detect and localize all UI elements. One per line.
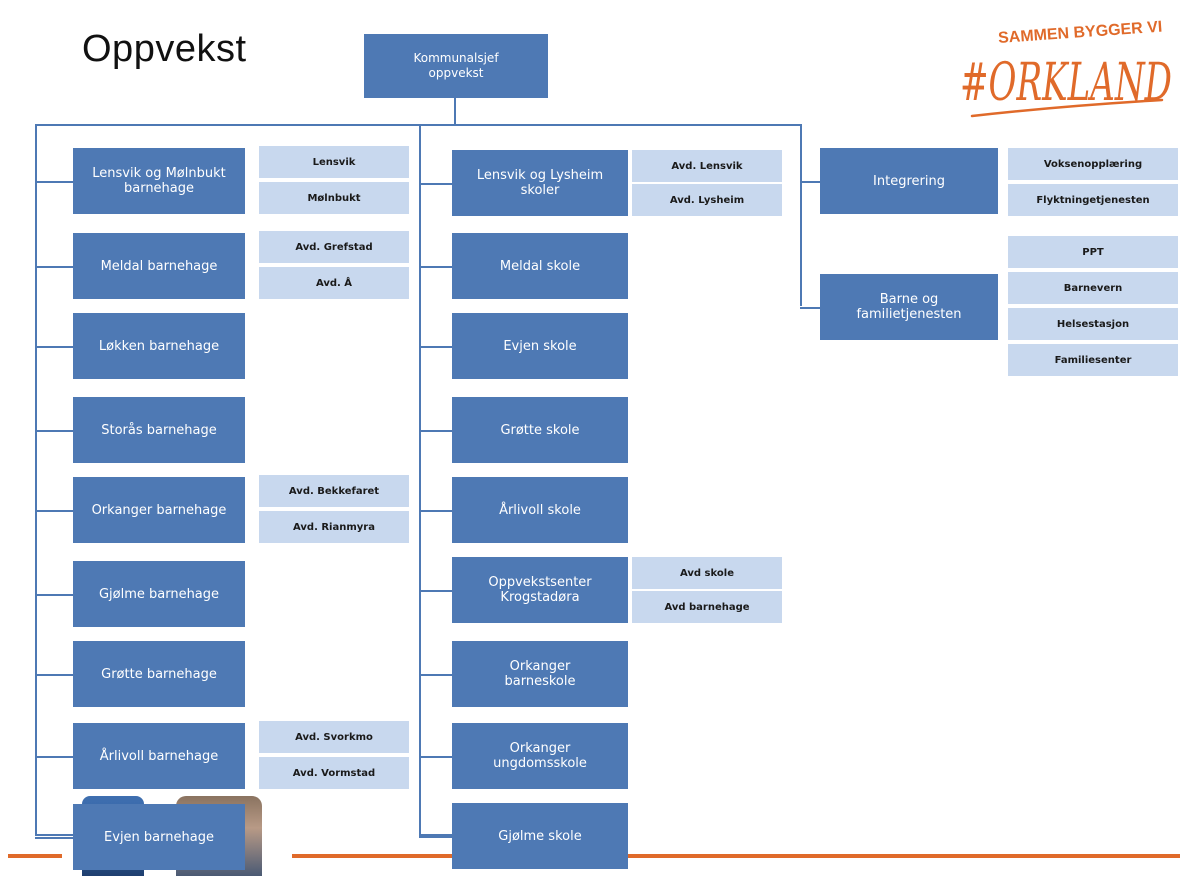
connector-col2-7 xyxy=(419,756,452,758)
connector-col3-0 xyxy=(800,181,820,183)
node-col2-6[interactable]: Orkanger barneskole xyxy=(452,641,628,707)
node-col1-7[interactable]: Årlivoll barnehage xyxy=(73,723,245,789)
sub-col3-0-1[interactable]: Flyktningetjenesten xyxy=(1008,184,1178,216)
footer-rule-left xyxy=(8,854,62,858)
orkland-logo: SAMMEN BYGGER VI #ORKLAND xyxy=(950,8,1172,128)
node-col1-6[interactable]: Grøtte barnehage xyxy=(73,641,245,707)
node-col3-0[interactable]: Integrering xyxy=(820,148,998,214)
connector-col2-8 xyxy=(419,836,452,838)
connector-top-down xyxy=(454,98,456,126)
node-col1-3[interactable]: Storås barnehage xyxy=(73,397,245,463)
connector-col2-6 xyxy=(419,674,452,676)
node-col1-4[interactable]: Orkanger barnehage xyxy=(73,477,245,543)
sub-col1-1-1[interactable]: Avd. Å xyxy=(259,267,409,299)
node-col2-4[interactable]: Årlivoll skole xyxy=(452,477,628,543)
connector-col2-4 xyxy=(419,510,452,512)
sub-col3-1-2[interactable]: Helsestasjon xyxy=(1008,308,1178,340)
connector-col2-2 xyxy=(419,346,452,348)
logo-slogan: SAMMEN BYGGER VI xyxy=(998,19,1163,47)
connector-col1-6 xyxy=(35,674,73,676)
sub-col1-4-0[interactable]: Avd. Bekkefaret xyxy=(259,475,409,507)
sub-col3-1-3[interactable]: Familiesenter xyxy=(1008,344,1178,376)
page-title: Oppvekst xyxy=(82,28,247,70)
connector-col1-8 xyxy=(35,837,73,839)
connector-col2-1 xyxy=(419,266,452,268)
sub-col2-0-1[interactable]: Avd. Lysheim xyxy=(632,184,782,216)
node-kommunalsjef[interactable]: Kommunalsjef oppvekst xyxy=(364,34,548,98)
sub-col1-1-0[interactable]: Avd. Grefstad xyxy=(259,231,409,263)
connector-col1-5 xyxy=(35,594,73,596)
sub-col1-0-1[interactable]: Mølnbukt xyxy=(259,182,409,214)
node-col1-1[interactable]: Meldal barnehage xyxy=(73,233,245,299)
node-col1-8[interactable]: Evjen barnehage xyxy=(73,804,245,870)
node-col2-8[interactable]: Gjølme skole xyxy=(452,803,628,869)
sub-col1-4-1[interactable]: Avd. Rianmyra xyxy=(259,511,409,543)
sub-col2-5-1[interactable]: Avd barnehage xyxy=(632,591,782,623)
logo-wordmark: #ORKLAND xyxy=(960,53,1172,113)
connector-col3-spine xyxy=(800,124,802,306)
node-col2-5[interactable]: Oppvekstsenter Krogstadøra xyxy=(452,557,628,623)
node-col1-5[interactable]: Gjølme barnehage xyxy=(73,561,245,627)
connector-col2-bottom xyxy=(419,834,455,836)
connector-col1-7 xyxy=(35,756,73,758)
connector-col1-spine xyxy=(35,124,37,836)
connector-col2-0 xyxy=(419,183,452,185)
connector-col1-2 xyxy=(35,346,73,348)
node-col1-0[interactable]: Lensvik og Mølnbukt barnehage xyxy=(73,148,245,214)
sub-col3-0-0[interactable]: Voksenopplæring xyxy=(1008,148,1178,180)
node-col1-2[interactable]: Løkken barnehage xyxy=(73,313,245,379)
connector-col3-1 xyxy=(800,307,820,309)
connector-col2-3 xyxy=(419,430,452,432)
connector-top-bar xyxy=(35,124,802,126)
node-col2-7[interactable]: Orkanger ungdomsskole xyxy=(452,723,628,789)
node-col2-2[interactable]: Evjen skole xyxy=(452,313,628,379)
connector-col1-0 xyxy=(35,181,73,183)
connector-col1-1 xyxy=(35,266,73,268)
sub-col1-7-1[interactable]: Avd. Vormstad xyxy=(259,757,409,789)
footer-rule-right xyxy=(292,854,1180,858)
node-col2-1[interactable]: Meldal skole xyxy=(452,233,628,299)
sub-col2-5-0[interactable]: Avd skole xyxy=(632,557,782,589)
connector-col2-spine xyxy=(419,124,421,836)
connector-col1-4 xyxy=(35,510,73,512)
sub-col1-7-0[interactable]: Avd. Svorkmo xyxy=(259,721,409,753)
sub-col2-0-0[interactable]: Avd. Lensvik xyxy=(632,150,782,182)
connector-col1-bottom xyxy=(35,834,75,836)
node-col2-3[interactable]: Grøtte skole xyxy=(452,397,628,463)
sub-col3-1-1[interactable]: Barnevern xyxy=(1008,272,1178,304)
sub-col1-0-0[interactable]: Lensvik xyxy=(259,146,409,178)
node-col2-0[interactable]: Lensvik og Lysheim skoler xyxy=(452,150,628,216)
sub-col3-1-0[interactable]: PPT xyxy=(1008,236,1178,268)
connector-col1-3 xyxy=(35,430,73,432)
connector-col2-5 xyxy=(419,590,452,592)
node-col3-1[interactable]: Barne og familietjenesten xyxy=(820,274,998,340)
